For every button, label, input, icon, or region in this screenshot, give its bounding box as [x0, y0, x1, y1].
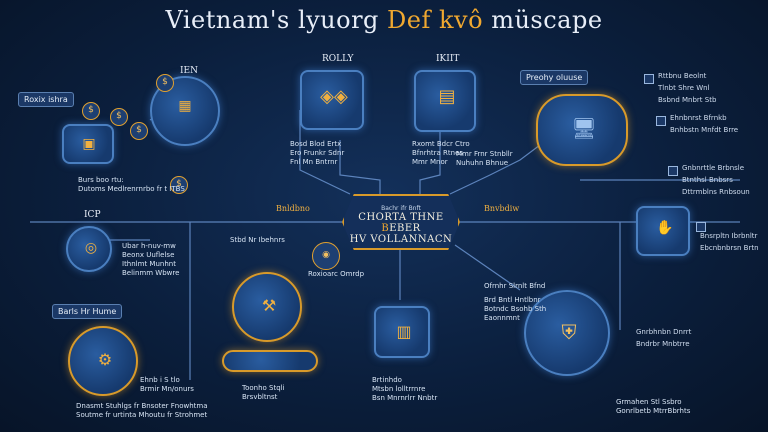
side-tag-right: Bnvbdiw [484, 204, 520, 213]
node-ikiit: ▤ [414, 70, 476, 132]
wallet-icon: ▤ [438, 86, 456, 107]
list-item: Bndrbr Mnbtrre [636, 340, 690, 348]
coin-icon-3: $ [130, 122, 148, 140]
list-item: Ebcnbnbrsn Brtn [700, 244, 759, 252]
node-bottom-center-left: ⚒ [232, 272, 302, 342]
central-hub: Bachr ifr Bnft CHORTA THNE BEBER HV VOLL… [342, 194, 460, 250]
hub-caption: Bachr ifr Bnft [381, 205, 421, 212]
handshake-icon: ✋ [656, 220, 674, 236]
node-right-top: 🖥 [536, 94, 628, 166]
page-title: Vietnam's lyuorg Def kvô müscape [165, 6, 603, 34]
node-right-mid: ✋ [636, 206, 690, 256]
node-bottom-left: ⚙ [68, 326, 138, 396]
list-item: Btnthsl Bnbsrs [682, 176, 733, 184]
node-icp: ◎ [66, 226, 112, 272]
node-rolly: ◈◈ [300, 70, 364, 130]
gear-icon: ⚙ [97, 350, 113, 369]
list-icon [656, 116, 666, 126]
caption-mid-box: Roxioarc Omrdp [308, 270, 365, 278]
blocks-icon: ◈◈ [320, 86, 348, 107]
coin-icon-5: $ [170, 176, 188, 194]
box-left-top[interactable]: Roxix ishra [18, 92, 74, 107]
header-ien: IEN [180, 66, 198, 76]
list-item: Dttrmblns Rnbsoun [682, 188, 750, 196]
caption-center-small: Stbd Nr Ibehnrs [230, 236, 285, 244]
shield-icon: ⛨ [561, 320, 577, 344]
hub-subtitle: HV VOLLANNACN [349, 234, 453, 245]
platform-base [222, 350, 318, 372]
list-item: Gnbnrttle Brbnsle [682, 164, 745, 172]
chart-icon: ▦ [178, 98, 192, 114]
phone-icon: ▥ [396, 322, 412, 341]
list-icon [668, 166, 678, 176]
small-node-icon: ◉ [312, 242, 340, 270]
box-left-bottom[interactable]: Barls Hr Hume [52, 304, 123, 319]
list-icon [644, 74, 654, 84]
box-right-top[interactable]: Preohy oluuse [520, 70, 589, 85]
node-left-device: ▣ [62, 124, 114, 164]
list-item: Gnrbhnbn Dnrrt [636, 328, 692, 336]
caption-tl: Burs boo rtu:Dutoms Medlrenrnrbo fr t IT… [78, 176, 185, 193]
list-item: Bnhbstn Mnfdt Brre [670, 126, 739, 134]
node-shield: ⛨ [524, 290, 610, 376]
list-item: Tlnbt Shre Wnl [658, 84, 710, 92]
node-bottom-center: ▥ [374, 306, 430, 358]
caption-shield: Ofrnhr Slrnlt Bfnd [484, 282, 546, 290]
list-item: Bsbnd Mnbrt Stb [658, 96, 717, 104]
list-icon [696, 222, 706, 232]
header-rolly: ROLLY [322, 54, 354, 64]
header-icp: ICP [84, 210, 101, 220]
coin-icon-2: $ [110, 108, 128, 126]
coin-icon-1: $ [82, 102, 100, 120]
coin-icon: ◎ [84, 240, 98, 256]
list-item: Ehnbnrst Bfrnkb [670, 114, 727, 122]
computer-icon: 🖥 [571, 116, 597, 140]
header-ikiit: IKIIT [436, 54, 460, 64]
device-icon: ▣ [82, 136, 96, 152]
list-item: Bnsrpltn Ibrbnltr [700, 232, 758, 240]
side-tag-left: Bnldbno [276, 204, 310, 213]
list-item: Rttbnu Beolnt [658, 72, 707, 80]
coin-icon-4: $ [156, 74, 174, 92]
hub-title: CHORTA THNE BEBER [358, 212, 444, 234]
machine-icon: ⚒ [261, 296, 277, 315]
